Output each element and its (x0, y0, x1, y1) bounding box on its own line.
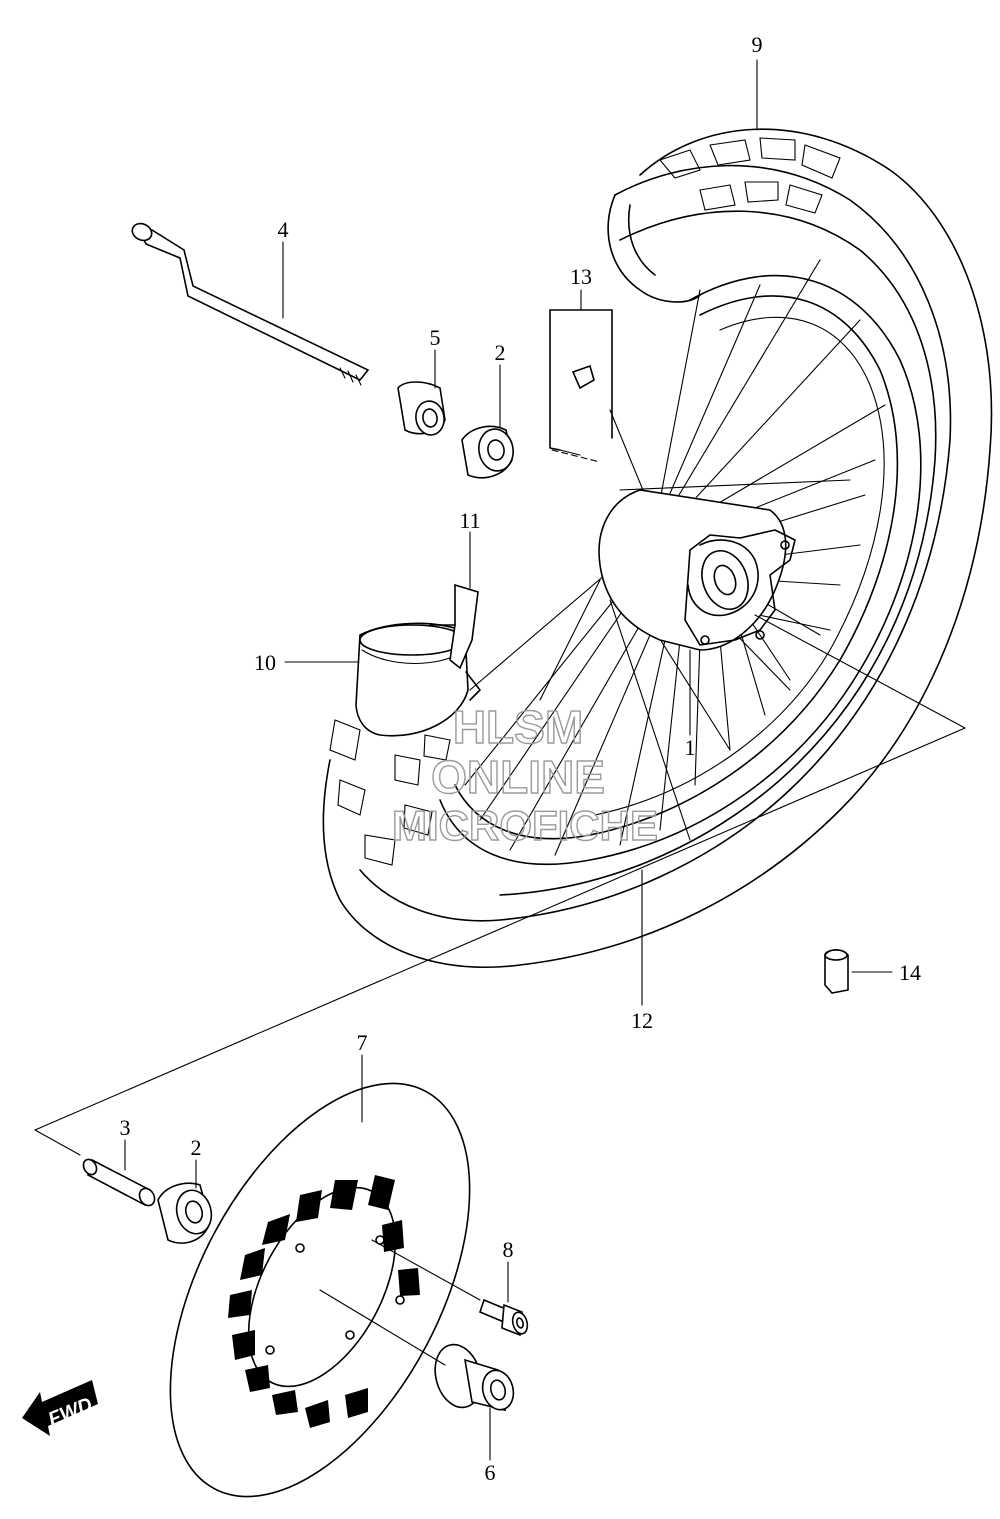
callout-2-upper: 2 (495, 340, 506, 365)
spoke-nipple[interactable] (824, 948, 849, 994)
watermark-line-2: ONLINE (431, 751, 605, 803)
bolt[interactable] (479, 1298, 530, 1337)
hub-spacer[interactable] (428, 1339, 517, 1413)
callout-2-lower: 2 (191, 1135, 202, 1160)
callout-13: 13 (570, 264, 592, 289)
bearing-upper[interactable] (461, 425, 516, 479)
axle[interactable] (130, 221, 370, 386)
collar[interactable] (397, 381, 447, 437)
callout-5: 5 (430, 325, 441, 350)
assembly-lines (34, 449, 966, 1366)
callout-4: 4 (278, 217, 289, 242)
callout-6: 6 (485, 1460, 496, 1485)
callouts: 9 4 13 5 2 11 10 1 14 12 7 3 2 8 6 (120, 32, 922, 1485)
valve-stem[interactable] (429, 583, 481, 701)
callout-7: 7 (357, 1030, 368, 1055)
brake-disc[interactable] (108, 1035, 531, 1519)
callout-1: 1 (685, 735, 696, 760)
leader-lines (124, 59, 893, 1461)
fwd-arrow-icon: FWD (22, 1380, 98, 1436)
callout-3: 3 (120, 1115, 131, 1140)
watermark: HLSM ONLINE MICROFICHE (391, 700, 658, 849)
rim-band[interactable] (355, 622, 469, 737)
watermark-line-3: MICROFICHE (392, 802, 658, 849)
callout-9: 9 (752, 32, 763, 57)
bearing-lower[interactable] (157, 1182, 216, 1244)
callout-10: 10 (254, 650, 276, 675)
callout-8: 8 (503, 1237, 514, 1262)
callout-14: 14 (899, 960, 921, 985)
watermark-line-1: HLSM (453, 701, 583, 753)
spacer[interactable] (81, 1157, 158, 1208)
balancer-weight[interactable] (549, 309, 613, 456)
callout-11: 11 (459, 508, 480, 533)
callout-12: 12 (631, 1008, 653, 1033)
hub[interactable] (598, 489, 796, 651)
tire[interactable] (322, 128, 993, 968)
spokes (464, 259, 886, 856)
